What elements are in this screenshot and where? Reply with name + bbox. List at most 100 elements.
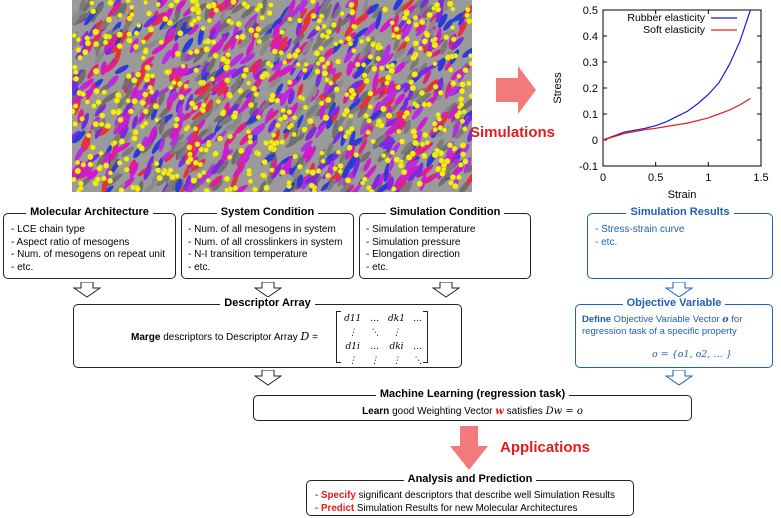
crosslinker-mark (321, 64, 328, 70)
crosslinker-mark (144, 64, 151, 71)
matrix-cell: … (413, 342, 423, 352)
crosslinker-mark (241, 72, 248, 79)
mesogen-mark (305, 126, 317, 141)
mesogen-mark (166, 90, 177, 104)
objective-sentence-2: regression task of a specific property (582, 326, 737, 337)
crosslinker-mark (464, 12, 470, 19)
crosslinker-mark (255, 26, 262, 33)
list-item: - Num. of all mesogens in system (188, 224, 336, 235)
mesogen-mark (187, 24, 199, 35)
crosslinker-mark (186, 144, 193, 151)
crosslinker-mark (305, 168, 311, 174)
mesogen-mark (436, 77, 444, 96)
machine-learning-title: Machine Learning (regression task) (375, 388, 570, 400)
mesogen-mark (332, 6, 342, 19)
crosslinker-mark (194, 141, 201, 148)
crosslinker-mark (253, 91, 260, 98)
mesogen-mark (258, 23, 273, 36)
crosslinker-mark (436, 116, 442, 122)
crosslinker-mark (139, 123, 146, 130)
crosslinker-mark (132, 129, 139, 136)
mesogen-mark (364, 36, 375, 55)
y-tick-label: 0.5 (583, 5, 598, 17)
crosslinker-mark (180, 63, 186, 69)
crosslinker-mark (154, 167, 161, 174)
crosslinker-mark (263, 184, 270, 192)
crosslinker-mark (74, 167, 82, 175)
machine-learning-box: Machine Learning (regression task) Learn… (253, 388, 692, 421)
objective-text: Define Objective Variable Vector o for r… (582, 314, 742, 338)
crosslinker-mark (321, 70, 329, 77)
crosslinker-mark (337, 168, 343, 175)
mesogen-mark (305, 104, 318, 117)
mesogen-mark (74, 146, 84, 162)
crosslinker-mark (116, 31, 123, 38)
crosslinker-mark (168, 84, 174, 91)
mesogen-mark (241, 5, 255, 19)
mesogen-mark (448, 104, 460, 120)
crosslinker-mark (206, 17, 213, 24)
crosslinker-mark (422, 131, 429, 139)
mesogen-mark (221, 149, 230, 163)
crosslinker-mark (444, 54, 452, 61)
crosslinker-mark (104, 122, 112, 130)
mesogen-mark (391, 14, 399, 33)
list-item: - etc. (366, 261, 389, 273)
crosslinker-mark (230, 113, 238, 120)
mesogen-mark (305, 146, 317, 163)
crosslinker-mark (403, 10, 410, 17)
mesogen-mark (360, 151, 371, 163)
mesogen-mark (463, 156, 472, 174)
crosslinker-mark (333, 86, 340, 93)
crosslinker-mark (419, 19, 426, 26)
mesogen-mark (320, 36, 335, 49)
crosslinker-mark (313, 50, 321, 57)
crosslinker-mark (339, 10, 345, 16)
mesogen-mark (213, 70, 226, 82)
mesogen-mark (105, 32, 121, 47)
crosslinker-mark (138, 145, 145, 152)
crosslinker-mark (367, 90, 374, 97)
crosslinker-mark (435, 166, 442, 173)
mesogen-mark (386, 87, 398, 103)
mesogen-mark (302, 40, 313, 54)
crosslinker-mark (391, 186, 397, 192)
crosslinker-mark (165, 171, 172, 177)
crosslinker-mark (336, 149, 342, 155)
crosslinker-mark (405, 154, 413, 161)
mesogen-mark (382, 140, 396, 150)
crosslinker-mark (226, 18, 232, 24)
mesogen-mark (81, 161, 89, 179)
mesogen-mark (176, 143, 188, 160)
crosslinker-mark (135, 71, 142, 78)
crosslinker-mark (419, 141, 426, 147)
crosslinker-mark (349, 9, 356, 16)
applications-arrow-icon (450, 426, 488, 470)
mesogen-mark (285, 156, 292, 175)
list-item: - etc. (595, 236, 618, 248)
crosslinker-mark (200, 107, 206, 114)
crosslinker-mark (169, 173, 176, 181)
mesogen-mark (372, 173, 381, 190)
mesogen-mark (379, 135, 392, 148)
objective-sentence-end: for (728, 314, 743, 325)
mesogen-mark (215, 36, 226, 53)
mesogen-mark (349, 103, 364, 114)
mesogen-mark (96, 151, 109, 168)
crosslinker-mark (365, 129, 371, 136)
mesogen-mark (320, 181, 332, 192)
down-arrow-icon (254, 282, 282, 298)
crosslinker-mark (416, 180, 423, 187)
crosslinker-mark (243, 66, 249, 73)
mesogen-mark (109, 153, 119, 169)
crosslinker-mark (204, 38, 212, 45)
mesogen-mark (158, 137, 166, 152)
mesogen-mark (230, 174, 239, 189)
mesogen-mark (150, 89, 159, 104)
crosslinker-mark (432, 84, 439, 90)
crosslinker-mark (227, 93, 234, 100)
simulation-condition-box: Simulation Condition - Simulation temper… (359, 206, 531, 279)
crosslinker-mark (324, 34, 330, 40)
mesogen-mark (388, 157, 395, 172)
crosslinker-mark (287, 16, 293, 22)
